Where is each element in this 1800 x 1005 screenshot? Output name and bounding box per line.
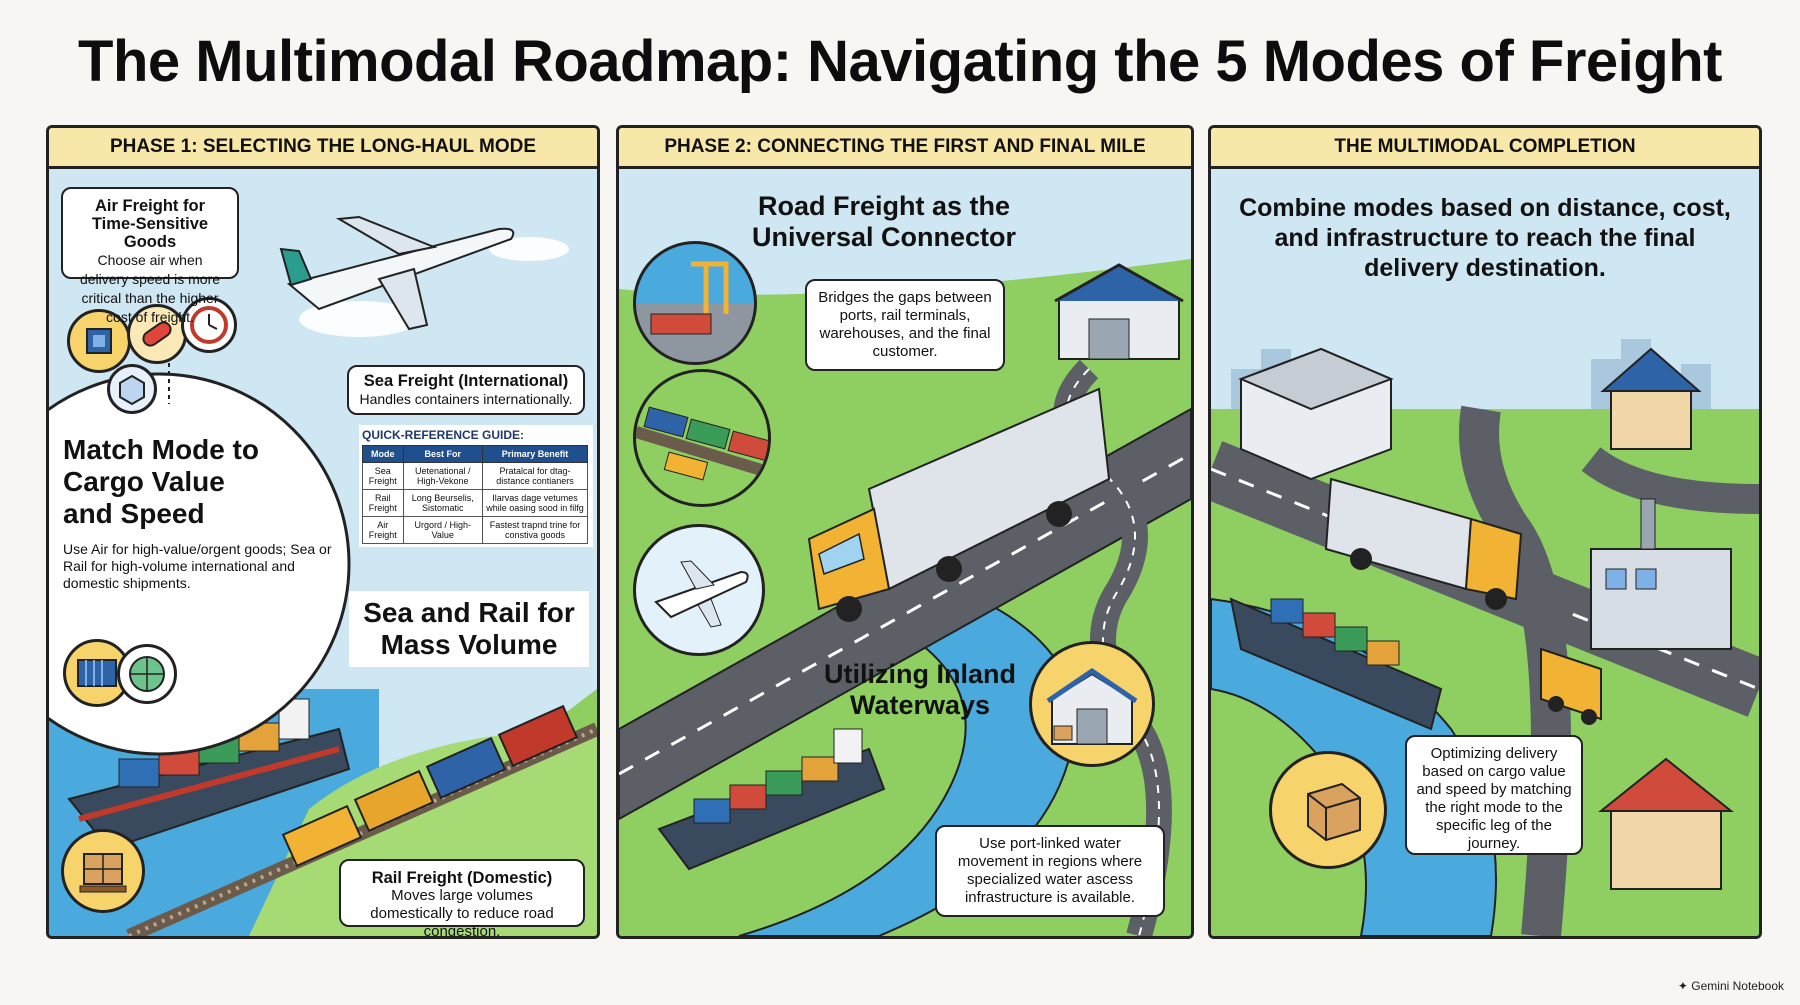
inland-waterways-heading: Utilizing Inland Waterways bbox=[824, 659, 1016, 720]
table-cell: Rail Freight bbox=[362, 489, 404, 517]
table-cell: Sea Freight bbox=[362, 462, 404, 490]
panel-2-header: PHASE 2: CONNECTING THE FIRST AND FINAL … bbox=[619, 128, 1191, 169]
cargo-ship-icon bbox=[67, 698, 351, 851]
house-icon bbox=[1600, 347, 1702, 450]
guide-table: Mode Best For Primary Benefit Sea Freigh… bbox=[362, 445, 588, 544]
warehouse-icon bbox=[1238, 347, 1394, 481]
van-icon bbox=[1540, 647, 1602, 725]
brand-label: ✦ Gemini Notebook bbox=[1677, 979, 1784, 993]
crane-icon bbox=[636, 261, 754, 362]
waterways-text: Use port-linked water movement in region… bbox=[957, 835, 1143, 906]
panel-1-scene: Air Freight for Time-Sensitive Goods Cho… bbox=[49, 169, 597, 936]
air-freight-title: Air Freight for Time-Sensitive Goods bbox=[91, 197, 209, 251]
air-freight-callout: Air Freight for Time-Sensitive Goods Cho… bbox=[61, 187, 239, 325]
match-mode-heading: Match Mode to Cargo Value and Speed bbox=[63, 434, 259, 529]
sea-freight-title: Sea Freight (International) bbox=[363, 372, 569, 390]
table-row: Air Freight Urgord / High-Value Fastest … bbox=[362, 516, 588, 544]
rail-freight-body: Moves large volumes domestically to redu… bbox=[370, 887, 554, 939]
guide-col-benefit: Primary Benefit bbox=[482, 445, 588, 463]
sea-freight-body: Handles containers internationally. bbox=[359, 391, 573, 407]
panel-phase-1: PHASE 1: SELECTING THE LONG-HAUL MODE bbox=[46, 125, 600, 939]
rail-freight-title: Rail Freight (Domestic) bbox=[371, 869, 553, 887]
bridges-callout: Bridges the gaps between ports, rail ter… bbox=[805, 279, 1005, 371]
quick-reference-guide: QUICK-REFERENCE GUIDE: Mode Best For Pri… bbox=[359, 425, 593, 547]
guide-col-best-for: Best For bbox=[402, 445, 484, 463]
waterways-callout: Use port-linked water movement in region… bbox=[935, 825, 1165, 917]
completion-heading: Combine modes based on distance, cost, a… bbox=[1239, 194, 1731, 282]
panel-1-header: PHASE 1: SELECTING THE LONG-HAUL MODE bbox=[49, 128, 597, 169]
pallet-icon bbox=[61, 829, 145, 913]
brand-text: Gemini Notebook bbox=[1691, 979, 1784, 993]
table-cell: Ilarvas dage vetumes while oasing sood i… bbox=[482, 489, 588, 517]
warehouse-icon bbox=[1054, 263, 1184, 360]
warehouse-circle bbox=[1029, 641, 1155, 767]
truck-icon bbox=[1324, 477, 1523, 610]
guide-title: QUICK-REFERENCE GUIDE: bbox=[362, 428, 525, 442]
table-row: Rail Freight Long Beurselis, Sistomatic … bbox=[362, 489, 588, 517]
clock-icon bbox=[181, 297, 237, 353]
air-circle bbox=[633, 524, 765, 656]
table-cell: Fastest trapnd trine for constiva goods bbox=[482, 516, 588, 544]
road-freight-heading: Road Freight as the Universal Connector bbox=[751, 191, 1017, 252]
pill-icon bbox=[127, 304, 187, 364]
sea-rail-heading: Sea and Rail for Mass Volume bbox=[349, 591, 589, 667]
truck-icon bbox=[807, 387, 1111, 622]
bridges-text: Bridges the gaps between ports, rail ter… bbox=[818, 289, 992, 360]
rail-freight-callout: Rail Freight (Domestic) Moves large volu… bbox=[339, 859, 585, 936]
guide-col-mode: Mode bbox=[362, 445, 404, 463]
globe-icon bbox=[117, 644, 177, 704]
rail-terminal-circle bbox=[633, 369, 771, 507]
panel-3-header: THE MULTIMODAL COMPLETION bbox=[1211, 128, 1759, 169]
table-cell: Uetenational / High-Vekone bbox=[402, 462, 484, 490]
cargo-ship-icon bbox=[657, 728, 886, 871]
chip-icon bbox=[67, 309, 131, 373]
package-icon bbox=[107, 364, 157, 414]
panel-phase-2: PHASE 2: CONNECTING THE FIRST AND FINAL … bbox=[616, 125, 1194, 939]
port-crane-circle bbox=[633, 241, 757, 365]
table-cell: Pratalcal for dtag-distance contianers bbox=[482, 462, 588, 490]
table-row: Sea Freight Uetenational / High-Vekone P… bbox=[362, 462, 588, 490]
factory-icon bbox=[1590, 498, 1732, 650]
panel-3-scene: Combine modes based on distance, cost, a… bbox=[1211, 169, 1759, 936]
warehouse-icon bbox=[1046, 667, 1138, 745]
table-cell: Air Freight bbox=[362, 516, 404, 544]
house-icon bbox=[1598, 757, 1734, 890]
airplane-icon bbox=[279, 215, 515, 331]
container-icon bbox=[63, 639, 131, 707]
airplane-icon bbox=[654, 560, 749, 628]
cargo-ship-icon bbox=[1229, 597, 1443, 731]
panel-completion: THE MULTIMODAL COMPLETION bbox=[1208, 125, 1762, 939]
match-mode-body: Use Air for high-value/orgent goods; Sea… bbox=[63, 541, 332, 591]
train-icon bbox=[636, 406, 768, 481]
package-icon bbox=[1269, 751, 1387, 869]
panel-2-scene: Road Freight as the Universal Connector … bbox=[619, 169, 1191, 936]
table-cell: Long Beurselis, Sistomatic bbox=[402, 489, 484, 517]
train-icon bbox=[281, 704, 579, 868]
page-title: The Multimodal Roadmap: Navigating the 5… bbox=[78, 29, 1722, 94]
air-freight-body: Choose air when delivery speed is more c… bbox=[79, 252, 221, 325]
optimize-callout: Optimizing delivery based on cargo value… bbox=[1405, 735, 1583, 855]
sea-freight-callout: Sea Freight (International) Handles cont… bbox=[347, 365, 585, 415]
optimize-text: Optimizing delivery based on cargo value… bbox=[1416, 745, 1572, 852]
table-cell: Urgord / High-Value bbox=[402, 516, 484, 544]
